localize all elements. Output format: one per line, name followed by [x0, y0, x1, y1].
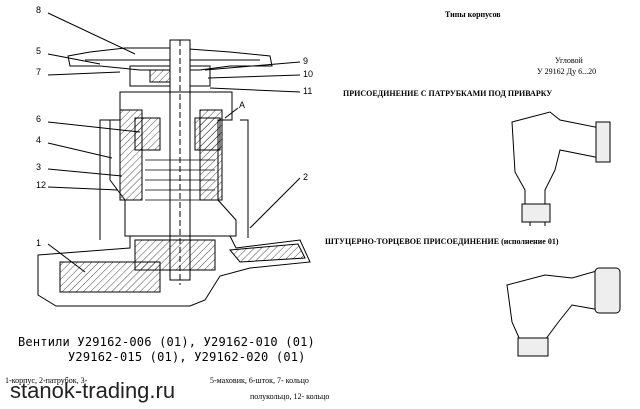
page-title: Типы корпусов	[445, 10, 501, 19]
callout-6: 6	[36, 114, 42, 124]
section-title-fitting: ШТУЦЕРНО-ТОРЦЕВОЕ ПРИСОЕДИНЕНИЕ (исполне…	[325, 237, 559, 246]
callout-12: 12	[36, 180, 47, 190]
callout-8: 8	[36, 5, 42, 15]
caption-line-2: У29162-015 (01), У29162-020 (01)	[68, 350, 306, 364]
legend-left: 1-корпус, 2-патрубок, 3-	[5, 376, 88, 385]
callout-2: 2	[303, 172, 309, 182]
body-type-label: Угловой	[555, 56, 583, 65]
callout-11: 11	[303, 86, 313, 96]
callout-4: 4	[36, 135, 42, 145]
legend-mid: 5-маховик, 6-шток, 7- кольцо	[210, 376, 309, 385]
legend-right: полукольцо, 12- кольцо	[250, 392, 330, 401]
callout-1: 1	[36, 238, 42, 248]
callout-9: 9	[303, 56, 309, 66]
watermark-text: stanok-trading.ru	[10, 378, 176, 403]
caption-line-1: Вентили У29162-006 (01), У29162-010 (01)	[18, 335, 315, 349]
callout-a: А	[239, 100, 246, 110]
callout-5: 5	[36, 46, 42, 56]
callout-3: 3	[36, 162, 42, 172]
section-title-weld: ПРИСОЕДИНЕНИЕ С ПАТРУБКАМИ ПОД ПРИВАРКУ	[343, 89, 553, 98]
callout-7: 7	[36, 67, 42, 77]
callout-10: 10	[303, 69, 314, 79]
model-range-label: У 29162 Ду 6...20	[537, 67, 597, 76]
